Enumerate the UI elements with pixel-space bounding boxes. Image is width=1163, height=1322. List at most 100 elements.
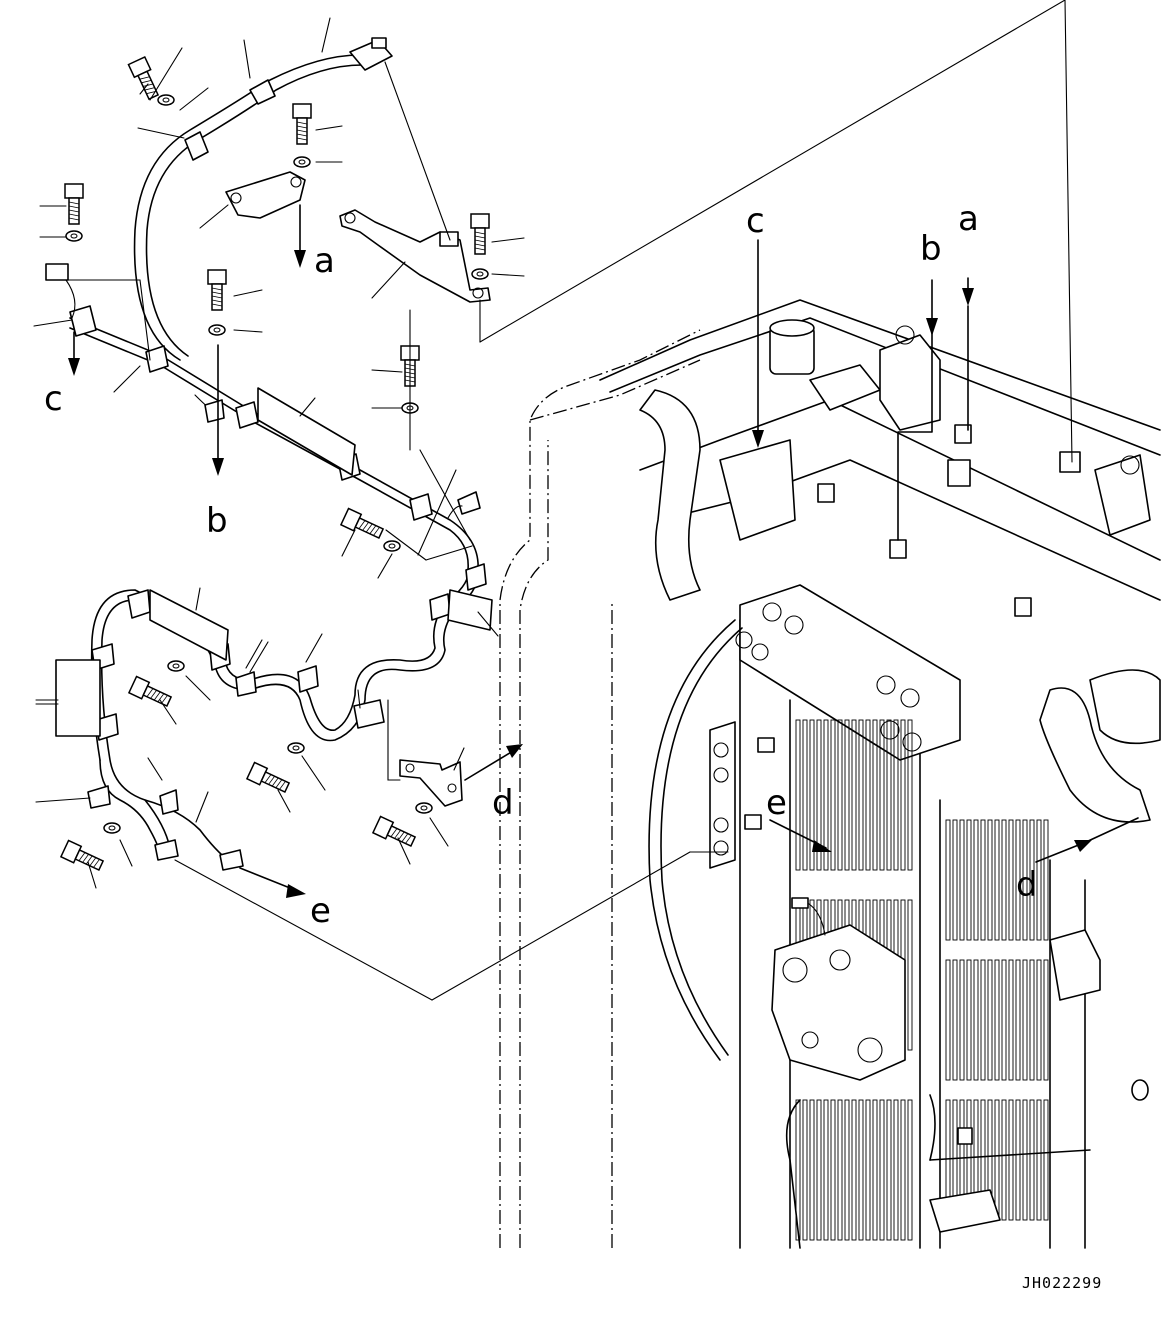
core-fin [987,819,993,941]
core-fin [966,819,972,941]
bolt [292,103,312,145]
core-fin [886,1099,892,1241]
radiator-assembly [479,0,1161,1249]
core-fin [893,719,899,871]
core-fin [816,719,822,871]
washer [157,94,175,106]
core-fin [1015,1099,1021,1221]
core-fin [952,819,958,941]
core-fin [844,719,850,871]
core-fin [1036,819,1042,941]
core-fin [980,959,986,1081]
washer [167,660,185,672]
core-fin [809,1099,815,1241]
core-fin [1001,819,1007,941]
callout-labels: a b c d e c b a e d [44,199,1038,931]
core-fin [966,959,972,1081]
core-fin [830,1099,836,1241]
core-fin [959,819,965,941]
washer [65,230,83,242]
core-fin [809,719,815,871]
bolt [64,183,84,225]
core-fin [837,719,843,871]
core-fin [973,959,979,1081]
core-fin [1043,819,1049,941]
core-fin [1008,819,1014,941]
washer [471,268,489,280]
callout-b-radiator: b [920,229,942,269]
washer [208,324,226,336]
core-fin [1029,819,1035,941]
leader-lines [33,17,729,1001]
core-fin [879,1099,885,1241]
core-fin [858,1099,864,1241]
core-fin [1001,959,1007,1081]
core-fin [1015,959,1021,1081]
core-fin [945,819,951,941]
core-fin [1008,1099,1014,1221]
washer [383,540,401,552]
washer [103,822,121,834]
core-fin [830,719,836,871]
core-fin [907,899,913,1051]
bolt [470,213,490,255]
core-fin [802,719,808,871]
core-fin [879,719,885,871]
core-fin [952,959,958,1081]
core-fin [1029,959,1035,1081]
callout-d-harness: d [492,783,514,823]
washer [415,802,433,814]
core-fin [1043,1099,1049,1221]
core-fin [1043,959,1049,1081]
core-fin [1022,959,1028,1081]
callout-b-harness: b [206,501,228,541]
bolt [127,55,160,101]
direction-arrows [68,204,1139,898]
core-fin [893,1099,899,1241]
bolt [339,507,385,540]
core-fin [872,1099,878,1241]
callout-e-radiator: e [766,783,787,823]
core-fin [1022,1099,1028,1221]
callout-a-harness: a [314,241,335,281]
core-fin [1022,819,1028,941]
core-fin [872,719,878,871]
core-fin [1036,1099,1042,1221]
core-fin [844,1099,850,1241]
callout-c-harness: c [44,379,63,419]
core-fin [1029,1099,1035,1221]
wiring-harness-exploded [45,37,493,871]
callout-d-radiator: d [1016,865,1038,905]
core-fin [900,719,906,871]
core-fin [886,719,892,871]
core-fin [973,819,979,941]
core-fin [900,1099,906,1241]
core-fin [837,1099,843,1241]
core-fin [823,1099,829,1241]
bolt [207,269,227,311]
washer [293,156,311,168]
core-fin [987,959,993,1081]
callout-c-radiator: c [746,201,765,241]
core-fin [851,1099,857,1241]
core-fin [945,959,951,1081]
callout-a-radiator: a [958,199,979,239]
core-fin [851,719,857,871]
bolt [127,675,173,708]
drawing-code: JH022299 [1022,1274,1102,1292]
core-fin [858,719,864,871]
core-fin [959,959,965,1081]
core-fin [1015,819,1021,941]
core-fin [795,1099,801,1241]
core-fin [865,719,871,871]
bolt [59,839,105,872]
core-fin [994,1099,1000,1221]
core-fin [1001,1099,1007,1221]
core-fin [1008,959,1014,1081]
washer [287,742,305,754]
core-fin [823,719,829,871]
callout-e-harness: e [310,891,331,931]
core-fin [802,1099,808,1241]
core-fin [865,1099,871,1241]
